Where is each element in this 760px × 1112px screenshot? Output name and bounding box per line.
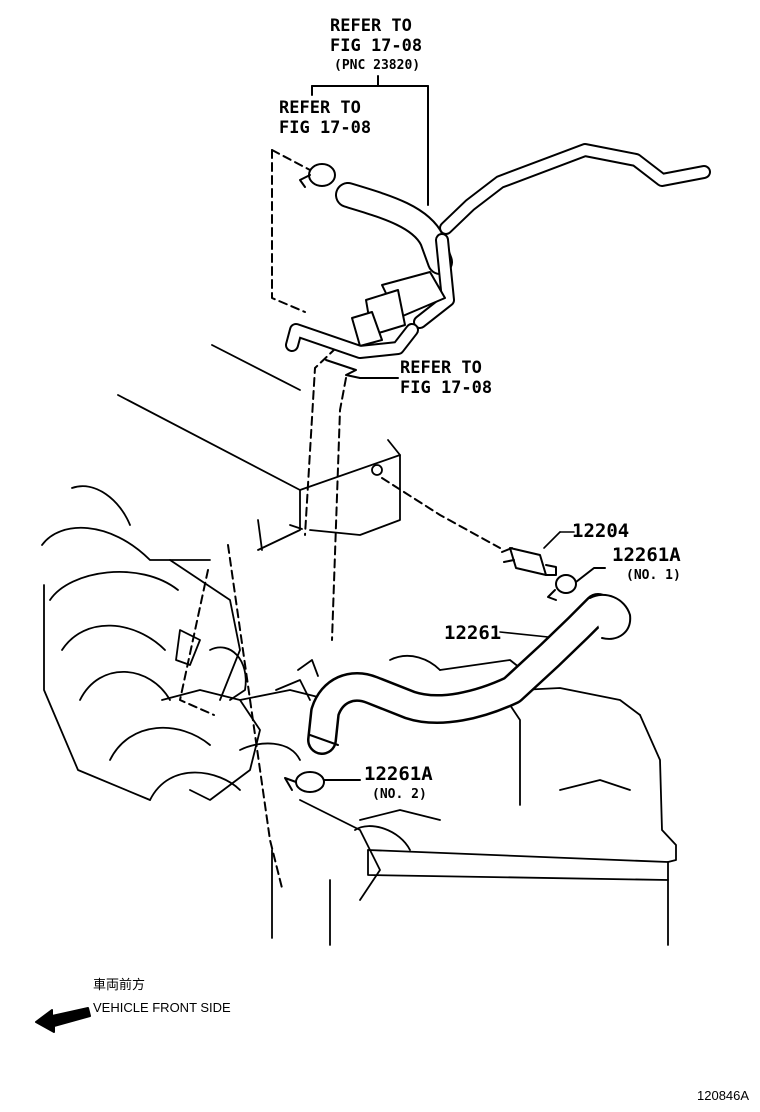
refer-top-line1: REFER TO [330, 16, 412, 36]
part-note-no2: (NO. 2) [372, 787, 427, 802]
pcv-valve-12204 [501, 547, 557, 576]
pcv-valve-block [351, 271, 446, 347]
orientation-jp: 車両前方 [93, 977, 146, 992]
clamp-12261a-no2 [284, 771, 361, 793]
dashed-guide-lines [179, 149, 501, 889]
refer-top-pnc: (PNC 23820) [334, 58, 421, 73]
part-number-12261: 12261 [444, 622, 502, 644]
figure-id: 120846A [697, 1088, 750, 1103]
refer-top-leader [311, 75, 429, 206]
part-number-12261a-no1: 12261A [612, 544, 681, 566]
valve-loop-hose [285, 323, 419, 359]
vehicle-front-arrow [35, 1007, 91, 1033]
refer-left-line1: REFER TO [279, 98, 361, 118]
clamp-12261a-no1 [547, 567, 606, 601]
upper-pipe [439, 143, 711, 235]
refer-top-line2: FIG 17-08 [330, 36, 423, 56]
engine-block-outline [117, 344, 401, 551]
refer-mid-line1: REFER TO [400, 358, 482, 378]
refer-left-line2: FIG 17-08 [279, 118, 372, 138]
refer-mid-line2: FIG 17-08 [400, 378, 493, 398]
part-leaders [499, 531, 575, 638]
clamp-top-left [299, 163, 336, 188]
clip-mid [325, 359, 399, 379]
upper-hose [335, 182, 455, 329]
part-note-no1: (NO. 1) [626, 568, 681, 583]
intake-manifold [41, 485, 331, 801]
hose-12261 [307, 593, 632, 755]
part-number-12204: 12204 [572, 520, 630, 542]
orientation-en: VEHICLE FRONT SIDE [93, 1000, 231, 1015]
part-number-12261a-no2: 12261A [364, 763, 433, 785]
